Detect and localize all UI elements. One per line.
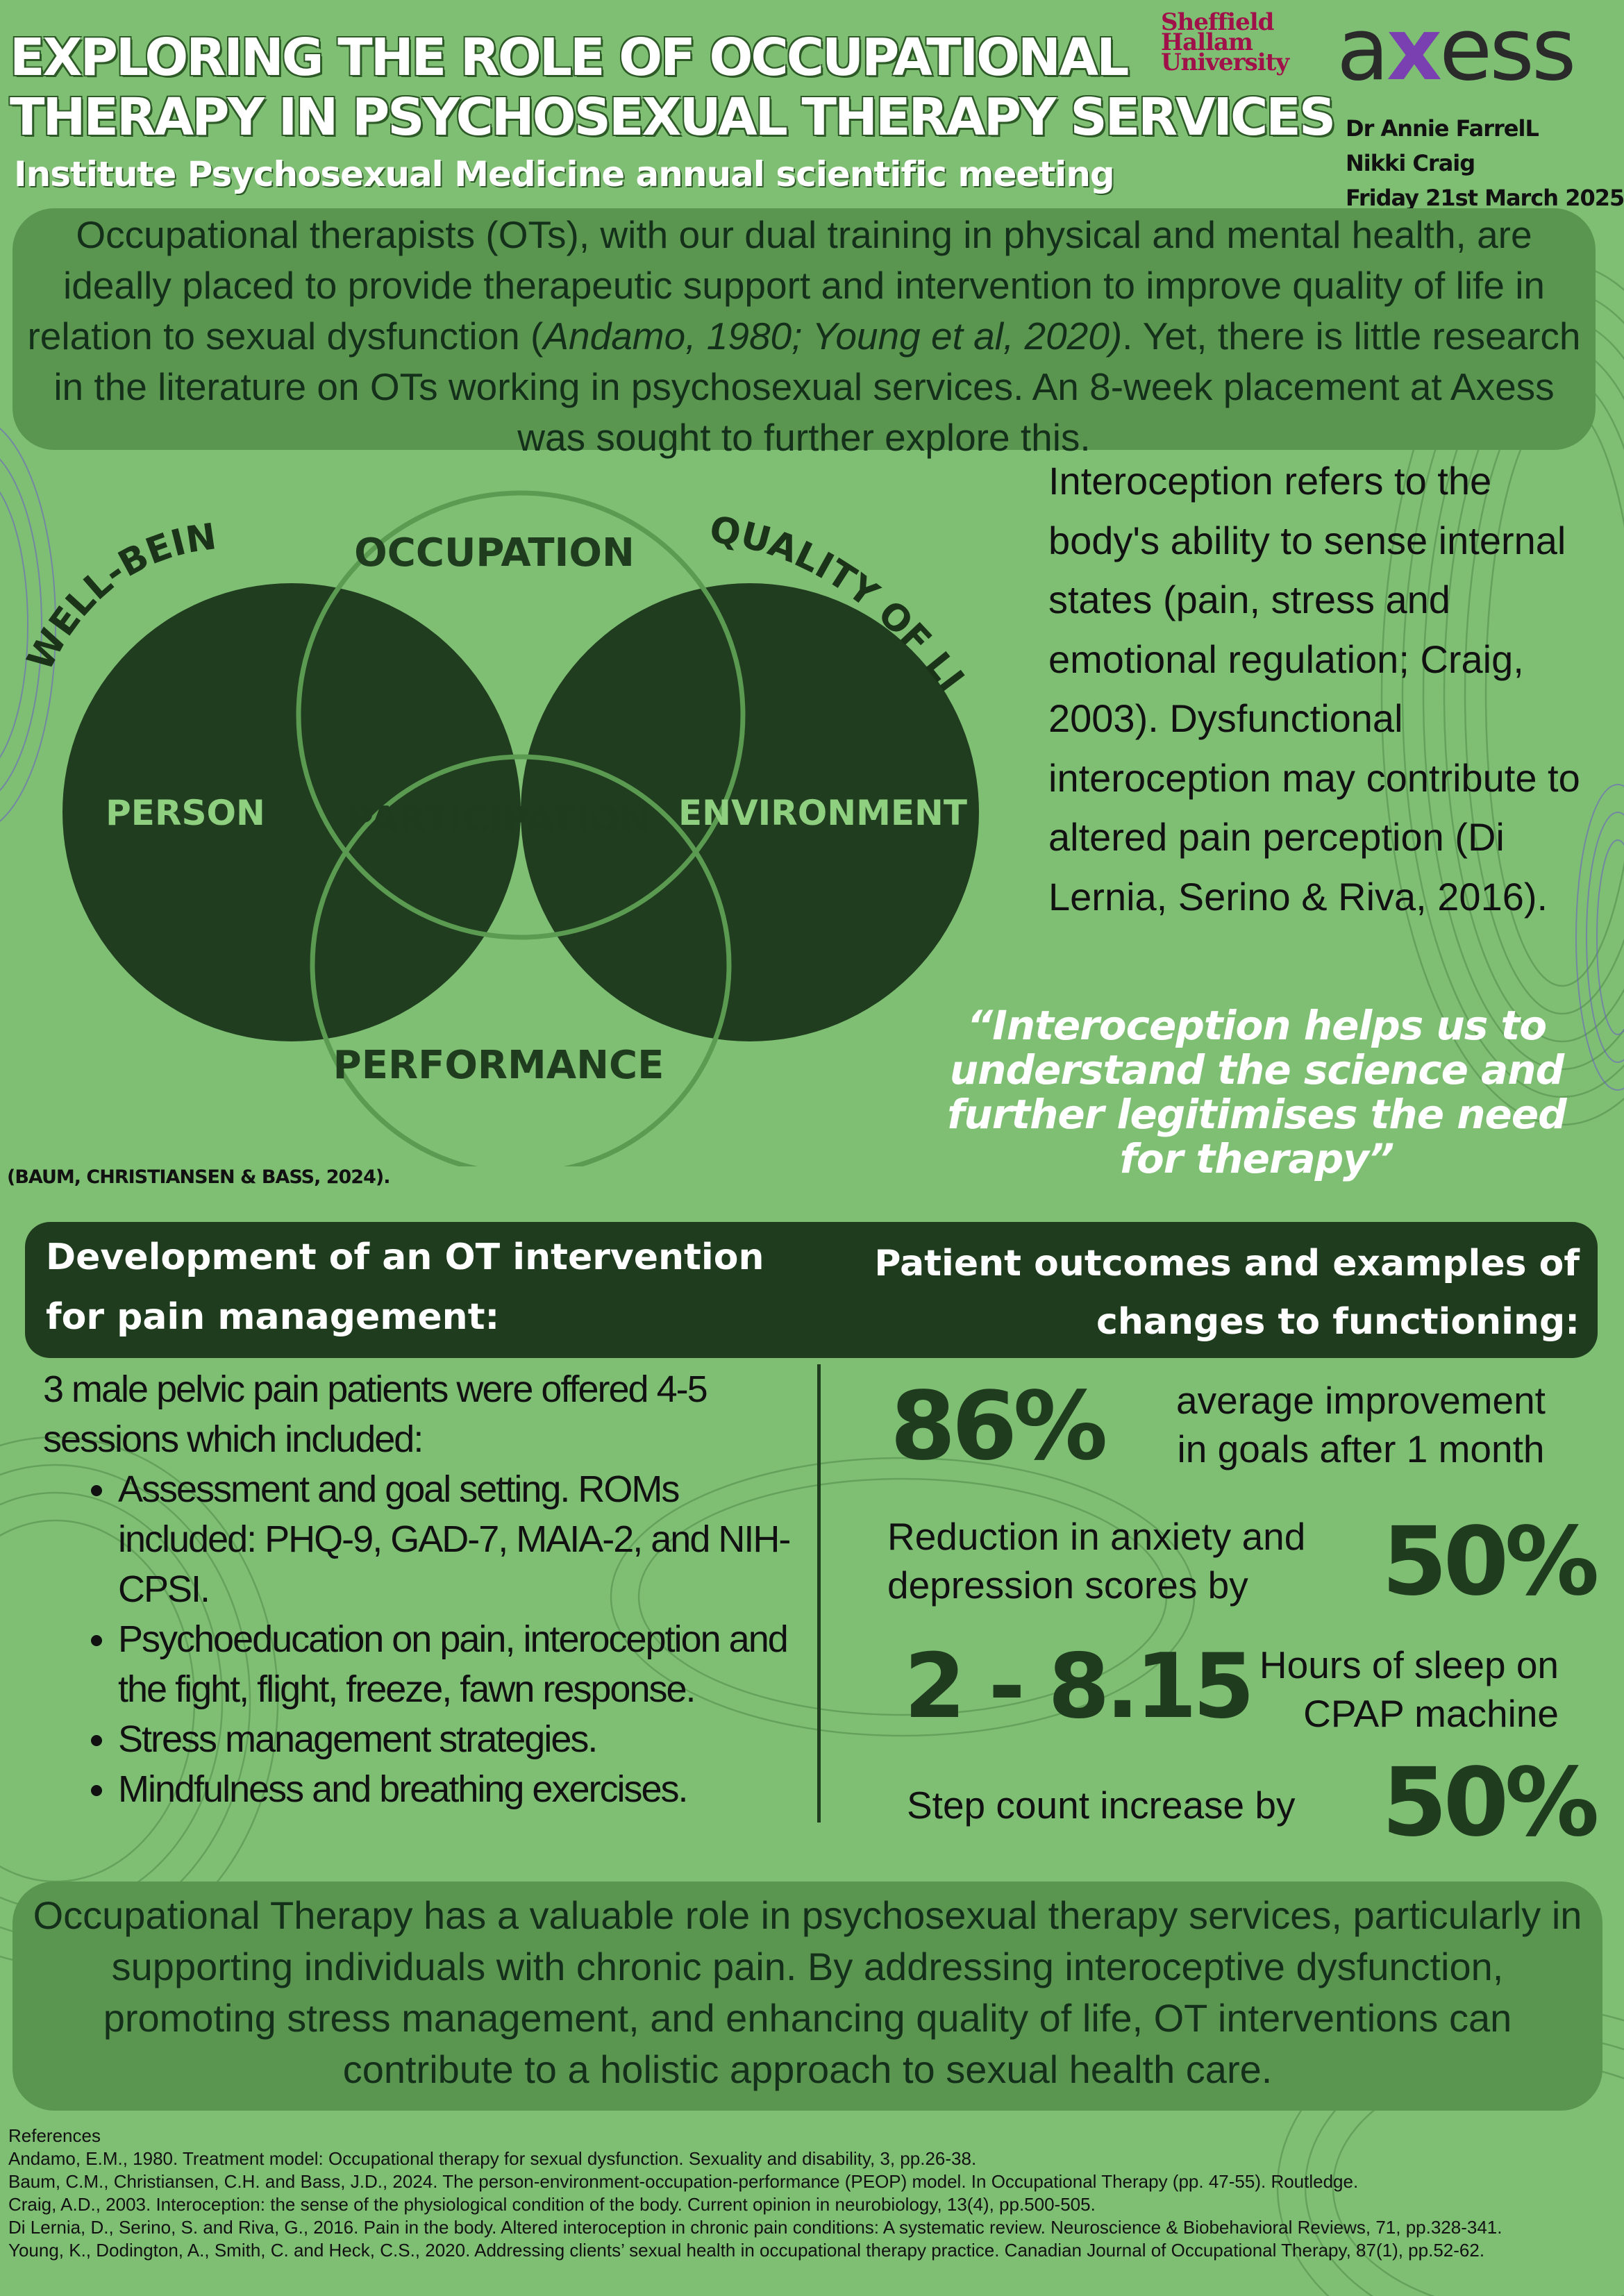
intervention-section: 3 male pelvic pain patients were offered…	[43, 1364, 814, 1814]
anxiety-stat-value: 50%	[1382, 1507, 1600, 1617]
peop-venn-diagram: WELL-BEING QUALITY OF LIFE OCCUPATION PE…	[21, 472, 979, 1166]
environment-circle	[521, 583, 979, 1041]
list-item: Mindfulness and breathing exercises.	[118, 1764, 814, 1814]
anxiety-stat-text: Reduction in anxiety and depression scor…	[887, 1515, 1306, 1607]
intro-text-end: . Yet, there is little research in the l…	[53, 315, 1581, 459]
environment-label: ENVIRONMENT	[678, 793, 967, 833]
section-banner	[25, 1222, 1598, 1358]
title-line-2: THERAPY IN PSYCHOSEXUAL THERAPY SERVICES	[10, 87, 1336, 147]
reference-item: Young, K., Dodington, A., Smith, C. and …	[8, 2240, 1485, 2261]
axess-logo: axess	[1337, 0, 1576, 100]
references: References Andamo, E.M., 1980. Treatment…	[8, 2125, 1619, 2262]
sheffield-hallam-logo: Sheffield Hallam University	[1161, 8, 1289, 76]
outcomes-heading: Patient outcomes and examples of changes…	[874, 1243, 1580, 1343]
intro-citation: Andamo, 1980; Young et al, 2020)	[543, 315, 1123, 358]
occupation-circle	[296, 490, 746, 940]
authors-block: Dr Annie FarrelL Nikki Craig Friday 21st…	[1346, 111, 1624, 215]
performance-circle	[310, 754, 732, 1166]
person-label: PERSON	[106, 793, 265, 833]
interoception-quote: “Interoception helps us to understand th…	[947, 1002, 1566, 1182]
intro-text: Occupational therapists (OTs), with our …	[27, 213, 1546, 358]
intervention-list: Assessment and goal setting. ROMs includ…	[43, 1464, 814, 1814]
conclusion-box: Occupational Therapy has a valuable role…	[12, 1882, 1602, 2111]
sleep-stat-value: 2 - 8.15	[904, 1635, 1255, 1738]
reference-item: Craig, A.D., 2003. Interoception: the se…	[8, 2194, 1096, 2215]
intro-box: Occupational therapists (OTs), with our …	[12, 208, 1596, 459]
intervention-heading: Development of an OT intervention for pa…	[46, 1237, 764, 1338]
performance-label: PERFORMANCE	[333, 1043, 664, 1088]
author-2: Nikki Craig	[1346, 150, 1475, 176]
goals-stat-text: average improvement in goals after 1 mon…	[1176, 1379, 1546, 1470]
venn-reference: (BAUM, CHRISTIANSEN & BASS, 2024).	[7, 1166, 390, 1188]
intervention-intro: 3 male pelvic pain patients were offered…	[43, 1368, 708, 1460]
reference-item: Baum, C.M., Christiansen, C.H. and Bass,…	[8, 2171, 1359, 2192]
list-item: Psychoeducation on pain, interoception a…	[118, 1614, 814, 1714]
steps-stat-text: Step count increase by	[907, 1784, 1296, 1827]
interoception-text: Interoception refers to the body's abili…	[1048, 459, 1580, 919]
poster-title: EXPLORING THE ROLE OF OCCUPATIONAL THERA…	[10, 28, 1336, 147]
list-item: Assessment and goal setting. ROMs includ…	[118, 1464, 814, 1614]
subtitle: Institute Psychosexual Medicine annual s…	[14, 154, 1115, 194]
goals-stat-value: 86%	[890, 1372, 1108, 1482]
reference-item: Di Lernia, D., Serino, S. and Riva, G., …	[8, 2217, 1502, 2238]
title-line-1: EXPLORING THE ROLE OF OCCUPATIONAL	[10, 28, 1129, 87]
references-heading: References	[8, 2125, 101, 2146]
reference-item: Andamo, E.M., 1980. Treatment model: Occ…	[8, 2148, 977, 2169]
event-date: Friday 21st March 2025	[1346, 185, 1624, 211]
participation-label: PARTICIPATION	[347, 799, 650, 841]
column-divider	[817, 1364, 821, 1822]
sleep-stat-text: Hours of sleep on CPAP machine	[1259, 1643, 1559, 1735]
occupation-label: OCCUPATION	[354, 530, 635, 576]
list-item: Stress management strategies.	[118, 1714, 814, 1764]
steps-stat-value: 50%	[1382, 1748, 1600, 1858]
person-circle	[62, 583, 521, 1041]
author-1: Dr Annie FarrelL	[1346, 115, 1539, 142]
